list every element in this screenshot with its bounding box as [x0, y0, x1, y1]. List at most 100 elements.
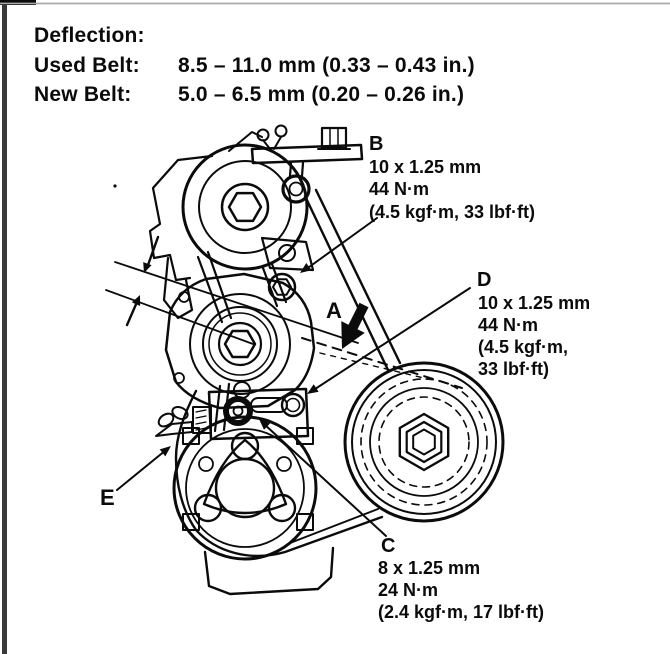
- callout-b-line-2: 44 N·m: [369, 179, 429, 199]
- ps-pulley-rim: [181, 143, 309, 271]
- belt-wp-wrap-to-crank: [174, 389, 384, 558]
- gap-arrow-up-shaft: [125, 300, 139, 327]
- callout-c-line-3: (2.4 kgf·m, 17 lbf·ft): [378, 602, 544, 622]
- callout-d-letter: D: [477, 269, 491, 291]
- belt-ps-to-crank-a: [303, 194, 390, 372]
- alt-bolt-hole-upper: [178, 291, 190, 303]
- callout-d-line-1: 10 x 1.25 mm: [478, 293, 590, 313]
- mount-tab-tr: [296, 427, 314, 445]
- bolt-d-center: [285, 397, 301, 413]
- crank-rim-outer: [343, 361, 505, 523]
- belt-ps-to-alt-b: [206, 250, 233, 320]
- arrow-c-icon: [259, 419, 271, 430]
- alternator-housing: [164, 272, 316, 410]
- leader-c: [263, 423, 387, 537]
- leader-e: [116, 449, 167, 491]
- wp-hole-right: [276, 456, 292, 472]
- ps-pulley-groove: [198, 160, 292, 254]
- straightedge-line-lower: [105, 289, 254, 345]
- wp-bolt-top: [230, 431, 260, 461]
- left-page-edge: [2, 0, 7, 654]
- callout-b: B 10 x 1.25 mm 44 N·m (4.5 kgf·m, 33 lbf…: [369, 133, 535, 222]
- crank-groove-dashed-outer: [360, 378, 488, 506]
- crankshaft-pulley: [343, 361, 505, 523]
- crank-rim-inner: [351, 369, 497, 515]
- alt-pulley-groove-inner: [208, 312, 272, 376]
- callout-d-line-3: (4.5 kgf·m,: [478, 337, 568, 357]
- callout-b-line-3: (4.5 kgf·m, 33 lbf·ft): [369, 202, 535, 222]
- mount-tab-br: [296, 513, 314, 531]
- deflection-indicator: [105, 235, 463, 389]
- crank-face: [369, 387, 479, 497]
- pump-lever: [162, 256, 194, 320]
- power-steering-pulley: [148, 131, 315, 320]
- belt-alt-to-wp-b: [222, 382, 231, 432]
- callout-c: C 8 x 1.25 mm 24 N·m (2.4 kgf·m, 17 lbf·…: [378, 535, 544, 622]
- arrow-d-icon: [307, 384, 319, 394]
- alt-pulley-groove-outer: [202, 306, 278, 382]
- lug-hole: [278, 244, 296, 262]
- pivot-bolt-hex: [272, 278, 292, 296]
- callout-leaders: [116, 217, 471, 537]
- wp-bolt-left: [193, 493, 223, 523]
- lock-bolt-flats: [329, 128, 339, 148]
- wing-petal-right: [171, 405, 189, 421]
- wp-pulley-face: [185, 428, 305, 548]
- callout-c-line-2: 24 N·m: [378, 580, 438, 600]
- print-speck: [113, 184, 117, 188]
- callout-d-line-4: 33 lbf·ft): [478, 359, 549, 379]
- adjuster-ring: [281, 174, 311, 204]
- callout-a-letter: A: [326, 298, 342, 323]
- belt-alt-to-ps-b: [261, 266, 279, 308]
- arrow-a-bold-icon: [341, 302, 369, 349]
- belt-ps-to-crank-b: [314, 188, 402, 365]
- wing-petal-left: [157, 412, 175, 428]
- pump-housing-lower: [203, 546, 335, 596]
- wp-pulley-rim: [172, 415, 318, 561]
- wp-spoke-triangle: [202, 438, 288, 515]
- deflected-belt-dashed-2: [319, 352, 429, 380]
- gap-arrow-down-head: [143, 262, 152, 273]
- alt-pulley-hub: [217, 321, 263, 367]
- adjuster-plate: [250, 143, 364, 165]
- callout-c-letter: C: [381, 535, 395, 557]
- leader-d: [311, 287, 471, 392]
- adjuster-ring-hole: [288, 181, 304, 197]
- callout-d: D 10 x 1.25 mm 44 N·m (4.5 kgf·m, 33 lbf…: [477, 269, 590, 379]
- bolt-d: [280, 392, 306, 418]
- pump-bracket-outline: [148, 154, 214, 282]
- alt-pulley-rim: [189, 293, 291, 395]
- adjusting-slot-bracket: [192, 387, 310, 441]
- crank-groove-dashed-inner: [378, 396, 470, 488]
- mount-lug: [260, 236, 315, 272]
- deflected-belt-dashed: [301, 337, 463, 389]
- callout-b-line-1: 10 x 1.25 mm: [369, 157, 481, 177]
- alt-bolt-hole-lower: [173, 372, 185, 384]
- crank-hub-collar: [398, 412, 450, 472]
- water-pump-pulley: [172, 415, 335, 596]
- alt-hub-hex-nut: [223, 329, 257, 359]
- spec-new-belt-label: New Belt:: [34, 83, 131, 106]
- arrow-b-icon: [300, 263, 312, 273]
- adjuster-stem: [288, 161, 305, 178]
- callout-d-line-2: 44 N·m: [478, 315, 538, 335]
- wp-bolt-right: [267, 493, 297, 523]
- wing-nut-ear-right: [274, 124, 288, 138]
- wp-hub: [214, 457, 276, 519]
- top-adjuster-bracket: [250, 124, 364, 204]
- drive-belt: [174, 188, 402, 558]
- spec-used-belt-value: 8.5 – 11.0 mm (0.33 – 0.43 in.): [178, 54, 475, 77]
- gap-arrow-down-shaft: [146, 235, 160, 267]
- spec-title: Deflection:: [34, 24, 145, 47]
- top-rule: [0, 2, 670, 5]
- belt-alt-to-wp-a: [213, 384, 222, 433]
- leader-b: [304, 217, 378, 271]
- screw-threads: [195, 409, 207, 431]
- wp-hole-left: [198, 456, 214, 472]
- belt-alt-to-ps-a: [270, 262, 288, 304]
- callout-e-letter: E: [100, 485, 115, 510]
- crank-bolt-hex-outer: [405, 420, 443, 464]
